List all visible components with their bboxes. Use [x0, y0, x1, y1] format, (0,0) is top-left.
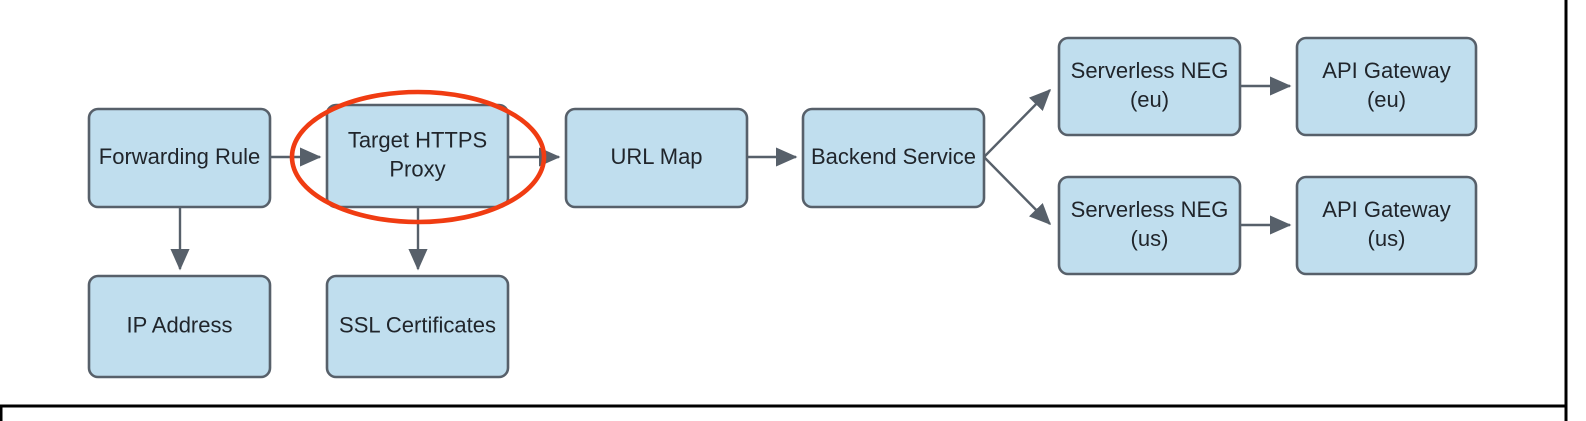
node-forwarding-rule[interactable]: Forwarding Rule: [87, 107, 272, 209]
node-box-serverless-neg-us: [1057, 175, 1242, 276]
node-box-forwarding-rule: [87, 107, 272, 209]
node-box-ssl-certificates: [325, 274, 510, 379]
annotation-target-https-proxy-highlight: [289, 89, 547, 225]
node-label-url-map-line-0: URL Map: [610, 144, 702, 169]
node-label-target-https-proxy-line-1: Proxy: [389, 156, 445, 181]
node-label-serverless-neg-eu-line-1: (eu): [1130, 87, 1169, 112]
node-label-serverless-neg-us-line-1: (us): [1131, 226, 1169, 251]
node-box-target-https-proxy: [325, 103, 510, 209]
node-label-ssl-certificates-line-0: SSL Certificates: [339, 312, 496, 337]
node-label-api-gateway-us-line-0: API Gateway: [1322, 197, 1450, 222]
nodes-layer: Forwarding Rule Target HTTPS Proxy URL Map B…: [87, 36, 1478, 379]
node-box-api-gateway-eu: [1295, 36, 1478, 137]
edge-backend-service-to-serverless-neg-eu: [983, 88, 1052, 158]
node-box-serverless-neg-eu: [1057, 36, 1242, 137]
node-label-api-gateway-us-line-1: (us): [1368, 226, 1406, 251]
node-backend-service[interactable]: Backend Service: [801, 107, 986, 209]
node-target-https-proxy[interactable]: Target HTTPS Proxy: [325, 103, 510, 209]
node-label-serverless-neg-us-line-0: Serverless NEG: [1071, 197, 1229, 222]
node-url-map[interactable]: URL Map: [564, 107, 749, 209]
node-label-api-gateway-eu-line-1: (eu): [1367, 87, 1406, 112]
node-ssl-certificates[interactable]: SSL Certificates: [325, 274, 510, 379]
node-label-forwarding-rule-line-0: Forwarding Rule: [99, 144, 260, 169]
node-label-ip-address-line-0: IP Address: [127, 312, 233, 337]
edge-backend-service-to-serverless-neg-us: [983, 156, 1052, 226]
node-api-gateway-us[interactable]: API Gateway (us): [1295, 175, 1478, 276]
node-serverless-neg-eu[interactable]: Serverless NEG (eu): [1057, 36, 1242, 137]
node-ip-address[interactable]: IP Address: [87, 274, 272, 379]
node-label-api-gateway-eu-line-0: API Gateway: [1322, 58, 1450, 83]
node-box-url-map: [564, 107, 749, 209]
node-api-gateway-eu[interactable]: API Gateway (eu): [1295, 36, 1478, 137]
node-box-backend-service: [801, 107, 986, 209]
node-box-ip-address: [87, 274, 272, 379]
node-box-api-gateway-us: [1295, 175, 1478, 276]
edges-layer: [170, 76, 1292, 271]
frame-right-gutter: [1567, 0, 1586, 421]
node-serverless-neg-us[interactable]: Serverless NEG (us): [1057, 175, 1242, 276]
annotations-layer: [289, 89, 547, 225]
node-label-target-https-proxy-line-0: Target HTTPS: [348, 127, 487, 152]
node-label-backend-service-line-0: Backend Service: [811, 144, 976, 169]
node-label-serverless-neg-eu-line-0: Serverless NEG: [1071, 58, 1229, 83]
